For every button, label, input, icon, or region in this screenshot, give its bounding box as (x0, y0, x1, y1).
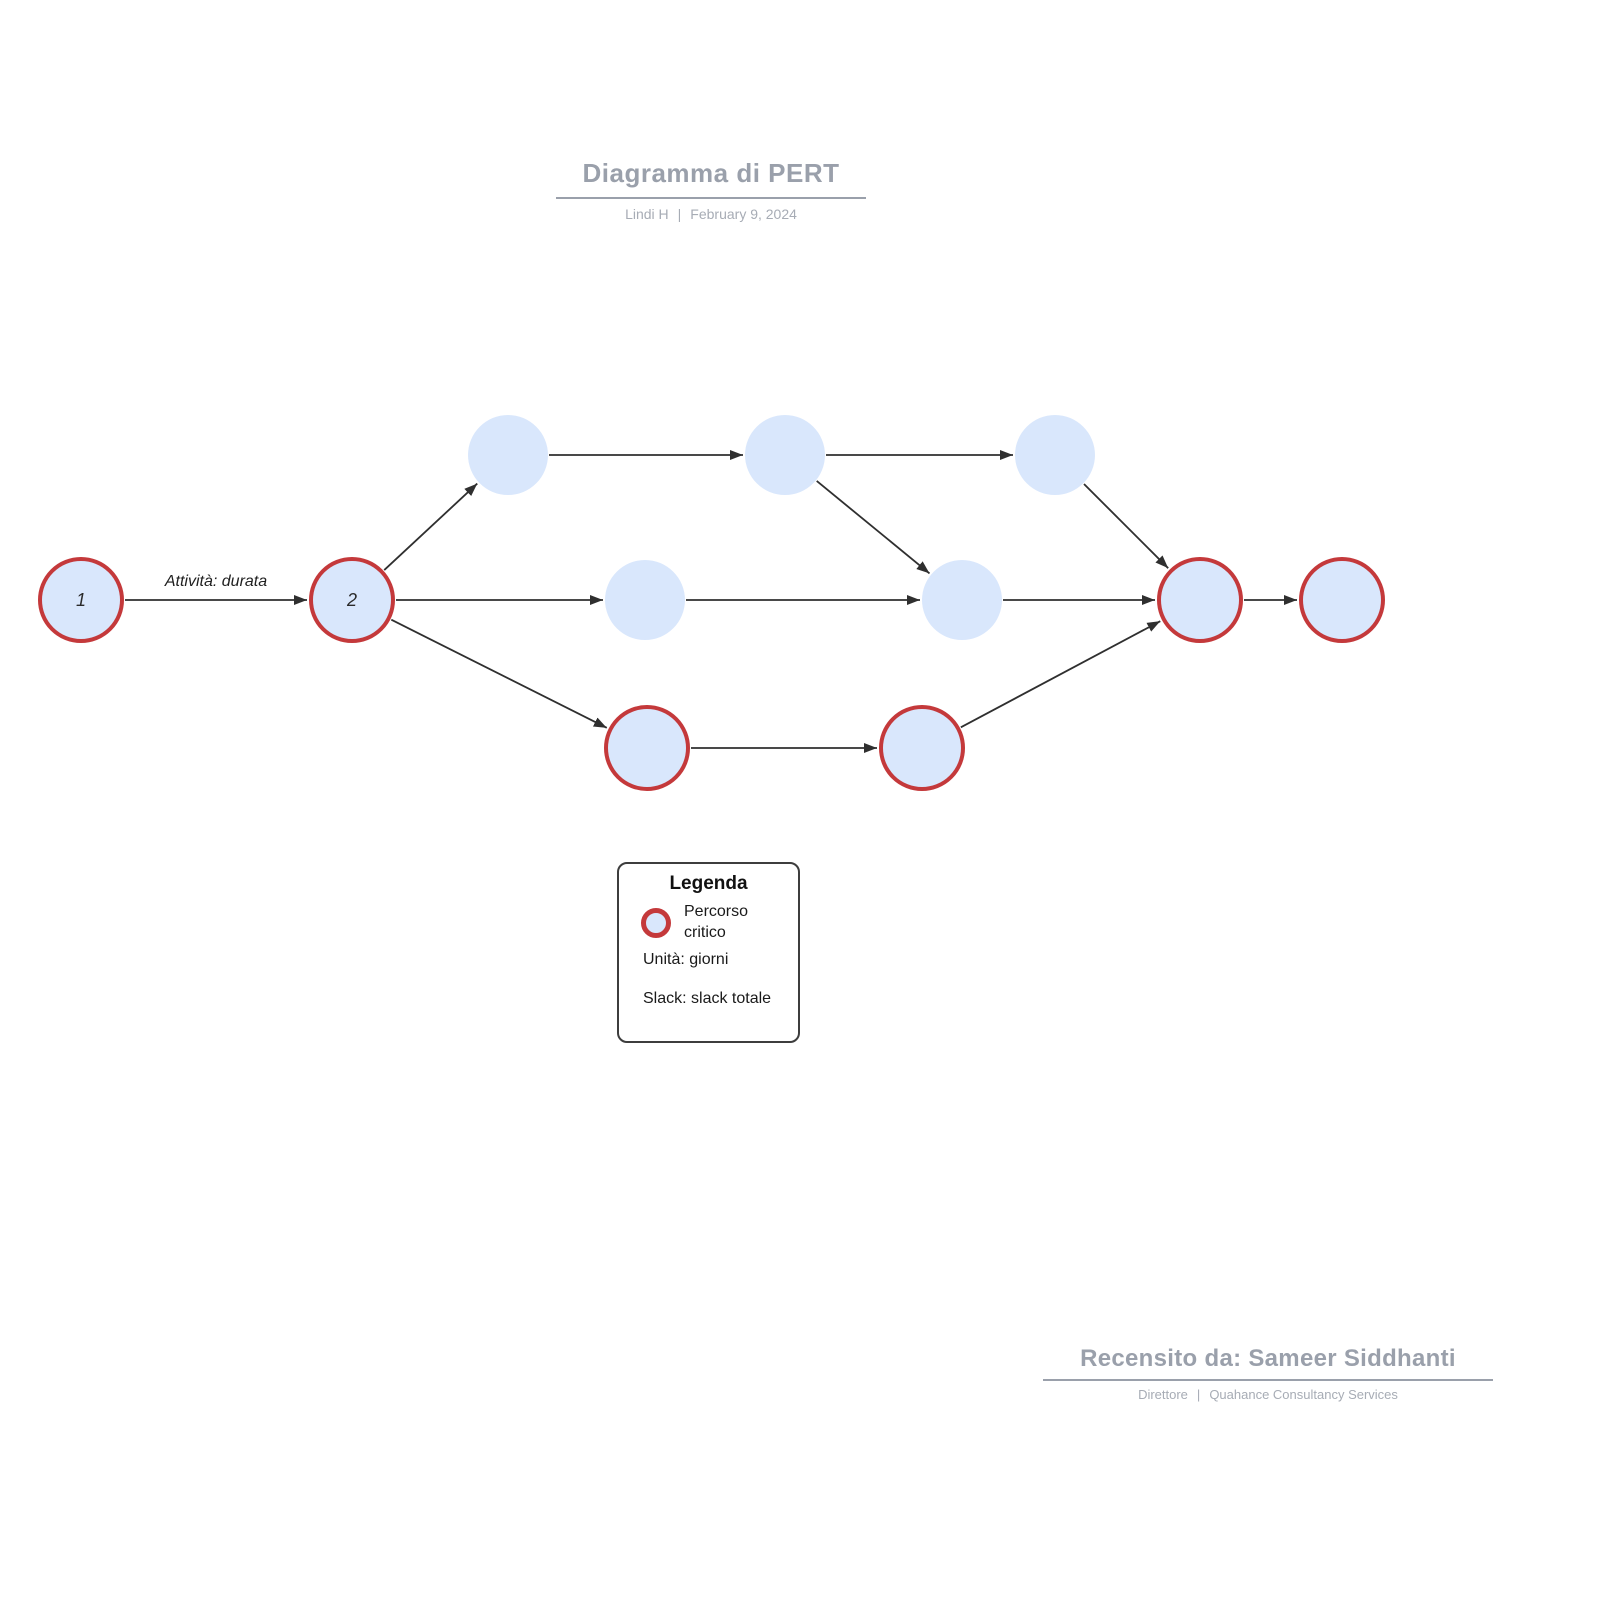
doc-date: February 9, 2024 (690, 206, 797, 222)
reviewer-title: Recensito da: Sameer Siddhanti (1080, 1345, 1456, 1372)
pert-node-b2-critical[interactable] (879, 705, 965, 791)
critical-path-swatch-icon (641, 907, 671, 938)
pert-node-n2-critical[interactable] (309, 557, 395, 643)
doc-subtitle: Lindi H | February 9, 2024 (511, 206, 911, 222)
pert-node-m1[interactable] (605, 560, 685, 640)
pert-node-t2[interactable] (745, 415, 825, 495)
edge-label: Attività: durata (164, 573, 267, 590)
footer-separator: | (1196, 1387, 1201, 1402)
doc-title: Diagramma di PERT (582, 158, 840, 188)
pert-edge-b2-c1[interactable] (960, 620, 1161, 729)
slack-label: Slack: slack totale (643, 989, 772, 1007)
units-label: Unità: giorni (643, 950, 729, 968)
reviewer-role: Direttore (1138, 1387, 1188, 1402)
doc-header: Diagramma di PERT Lindi H | February 9, 20… (511, 158, 911, 222)
author-name: Lindi H (625, 206, 669, 222)
legend-critical-row: Percorso critico (641, 902, 798, 944)
pert-node-m2[interactable] (922, 560, 1002, 640)
doc-footer: Recensito da: Sameer Siddhanti Direttore… (1043, 1345, 1493, 1402)
pert-node-t3[interactable] (1015, 415, 1095, 495)
pert-node-n1-critical[interactable] (38, 557, 124, 643)
company-name: Quahance Consultancy Services (1209, 1387, 1398, 1402)
pert-node-b1-critical[interactable] (604, 705, 690, 791)
subtitle-separator: | (677, 206, 682, 222)
pert-edge-n2-t1[interactable] (383, 482, 478, 571)
pert-node-f1-critical[interactable] (1299, 557, 1385, 643)
pert-node-c1-critical[interactable] (1157, 557, 1243, 643)
footer-subtitle: Direttore | Quahance Consultancy Services (1043, 1387, 1493, 1402)
legend-box: Legenda Percorso critico Unità: giorni S… (617, 862, 800, 1043)
pert-node-t1[interactable] (468, 415, 548, 495)
pert-edge-n2-b1[interactable] (390, 618, 608, 729)
node-label-n2: 2 (346, 590, 357, 610)
footer-divider (1043, 1379, 1493, 1381)
pert-edge-t3-c1[interactable] (1083, 483, 1169, 569)
pert-edge-t2-m2[interactable] (816, 480, 931, 575)
node-label-n1: 1 (76, 590, 86, 610)
critical-path-label: Percorso critico (684, 903, 749, 941)
legend-title: Legenda (669, 873, 748, 894)
title-divider (556, 197, 866, 199)
